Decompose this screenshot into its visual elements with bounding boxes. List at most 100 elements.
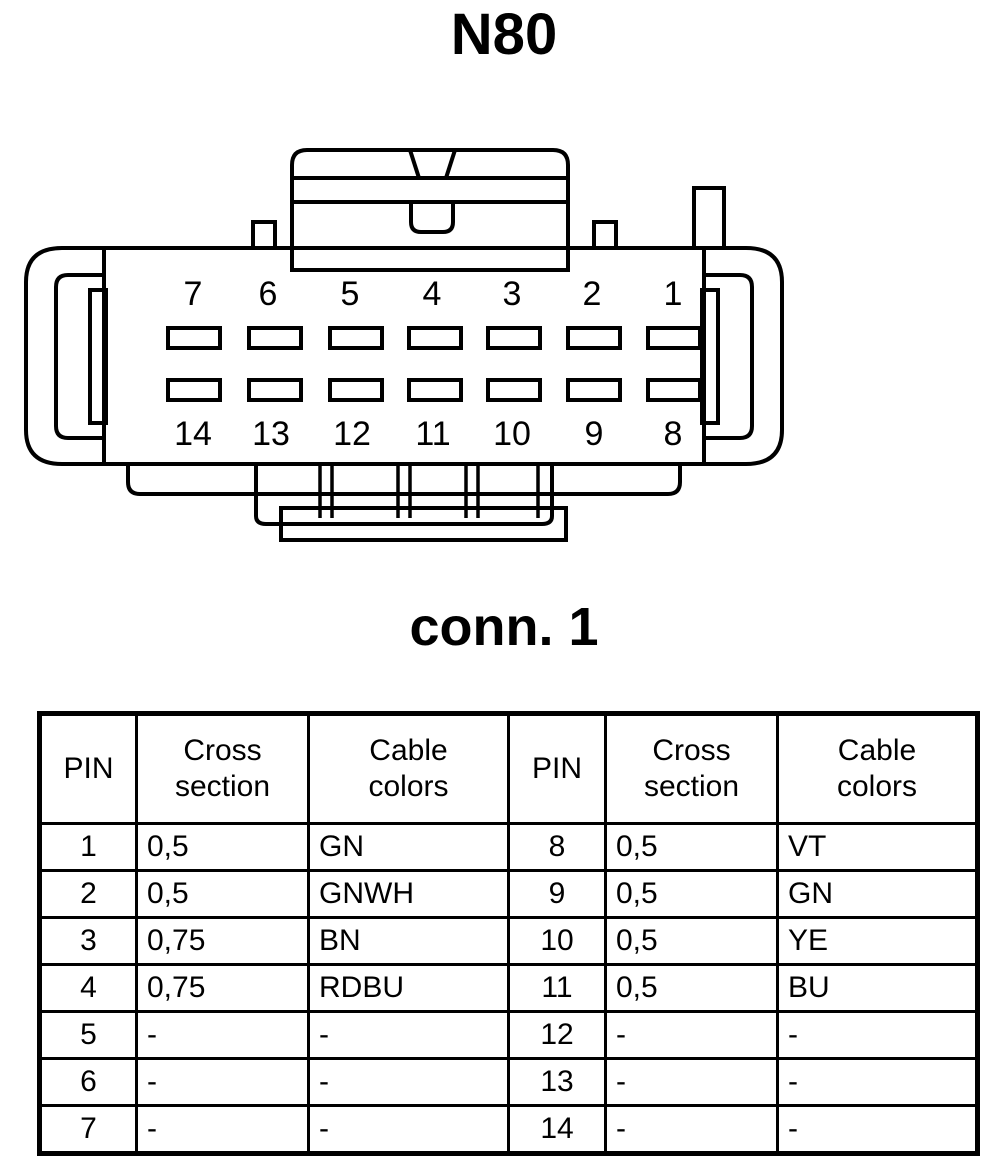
- cell-cross: -: [135, 1010, 310, 1060]
- header-cable-left-line1: Cable: [369, 734, 448, 767]
- contact-slot-3: [486, 326, 542, 350]
- pin-number-bottom-14: 14: [174, 415, 212, 453]
- left-latch-outer: [54, 273, 106, 440]
- pin-number-top-1: 1: [664, 275, 683, 313]
- header-pin-left-text: PIN: [63, 752, 114, 785]
- connector-diagram: 7 6 5 4 3 2 1 14 13 12 11 10 9 8: [24, 148, 784, 542]
- contact-slot-5: [328, 326, 384, 350]
- pin-assignment-table: PIN Cross section Cable colors PIN Cross…: [37, 711, 980, 1156]
- cell-cross: 0,5: [604, 916, 779, 966]
- cell-cable: GNWH: [307, 869, 510, 919]
- contact-slot-8: [646, 378, 702, 402]
- cell-pin: 11: [507, 963, 607, 1013]
- cell-cable: GN: [307, 822, 510, 872]
- connector-bottom-skirt: [126, 464, 682, 496]
- header-cross-left-line1: Cross: [183, 734, 262, 767]
- cell-cross: -: [604, 1057, 779, 1107]
- header-cable-right-line2: colors: [836, 770, 918, 803]
- cell-pin: 13: [507, 1057, 607, 1107]
- contact-slot-11: [407, 378, 463, 402]
- cell-cable: GN: [776, 869, 979, 919]
- pin-number-top-7: 7: [184, 275, 203, 313]
- pin-number-top-6: 6: [259, 275, 278, 313]
- cell-cross: -: [604, 1010, 779, 1060]
- cell-cross: -: [604, 1104, 779, 1155]
- cell-cable: -: [307, 1104, 510, 1155]
- contact-slot-1: [646, 326, 702, 350]
- pin-number-top-3: 3: [503, 275, 522, 313]
- cell-cross: 0,5: [135, 822, 310, 872]
- page-title: N80: [450, 2, 558, 67]
- body-top-tab-far-right: [692, 186, 726, 250]
- table-row: 1 0,5 GN 8 0,5 VT: [38, 822, 979, 872]
- cell-pin: 14: [507, 1104, 607, 1155]
- connector-body: [24, 246, 784, 466]
- table-row: 6 - - 13 - -: [38, 1057, 979, 1107]
- top-block-latch-tab: [409, 202, 455, 234]
- cell-pin: 12: [507, 1010, 607, 1060]
- cell-pin: 5: [38, 1010, 138, 1060]
- pin-number-bottom-8: 8: [664, 415, 683, 453]
- contact-slot-10: [486, 378, 542, 402]
- pin-number-bottom-12: 12: [333, 415, 371, 453]
- cell-cable: RDBU: [307, 963, 510, 1013]
- table-row: 7 - - 14 - -: [38, 1104, 979, 1155]
- contact-slot-9: [566, 378, 622, 402]
- header-cable-left-line2: colors: [368, 770, 449, 803]
- top-block-crown-divider-left: [408, 149, 421, 179]
- pin-number-top-2: 2: [583, 275, 602, 313]
- cell-cross: 0,5: [604, 963, 779, 1013]
- header-cross-section-left: Cross section: [135, 712, 310, 825]
- connector-top-block: [290, 148, 570, 272]
- cell-cable: -: [776, 1104, 979, 1155]
- body-top-tab-left: [251, 220, 277, 250]
- cell-cable: -: [307, 1010, 510, 1060]
- header-cross-right-line2: section: [643, 770, 740, 803]
- contact-slot-7: [166, 326, 222, 350]
- header-pin-left: PIN: [38, 712, 138, 825]
- cell-pin: 9: [507, 869, 607, 919]
- header-cable-right-line1: Cable: [837, 734, 917, 767]
- header-cable-colors-right: Cable colors: [776, 712, 979, 825]
- table-header-row: PIN Cross section Cable colors PIN Cross…: [38, 712, 979, 825]
- pin-number-bottom-9: 9: [585, 415, 604, 453]
- pin-number-top-4: 4: [423, 275, 442, 313]
- header-pin-right-text: PIN: [531, 752, 582, 785]
- cell-pin: 1: [38, 822, 138, 872]
- cell-pin: 4: [38, 963, 138, 1013]
- cell-cross: 0,5: [135, 869, 310, 919]
- cell-cross: 0,5: [604, 869, 779, 919]
- table-row: 2 0,5 GNWH 9 0,5 GN: [38, 869, 979, 919]
- pin-number-bottom-10: 10: [493, 415, 531, 453]
- contact-slot-14: [166, 378, 222, 402]
- header-pin-right: PIN: [507, 712, 607, 825]
- contact-slot-4: [407, 326, 463, 350]
- body-top-tab-right: [592, 220, 618, 250]
- header-cross-left-line2: section: [174, 770, 271, 803]
- contact-slot-6: [247, 326, 303, 350]
- pin-number-bottom-11: 11: [415, 415, 450, 453]
- connector-bottom-shroud: [254, 464, 554, 526]
- right-latch-inner-bar: [700, 288, 720, 425]
- cell-cross: 0,5: [604, 822, 779, 872]
- header-cross-right-line1: Cross: [652, 734, 731, 767]
- table-body: 1 0,5 GN 8 0,5 VT 2 0,5 GNWH 9 0,5 GN 3 …: [38, 822, 979, 1155]
- cell-cross: 0,75: [135, 963, 310, 1013]
- cell-pin: 3: [38, 916, 138, 966]
- cell-cross: -: [135, 1057, 310, 1107]
- cell-cable: YE: [776, 916, 979, 966]
- cell-pin: 8: [507, 822, 607, 872]
- left-latch-inner-bar: [88, 288, 108, 425]
- contact-slot-13: [247, 378, 303, 402]
- cell-cable: VT: [776, 822, 979, 872]
- cell-cross: 0,75: [135, 916, 310, 966]
- cell-cable: -: [776, 1010, 979, 1060]
- cell-pin: 7: [38, 1104, 138, 1155]
- cell-pin: 2: [38, 869, 138, 919]
- contact-slot-12: [328, 378, 384, 402]
- header-cross-section-right: Cross section: [604, 712, 779, 825]
- cell-cross: -: [135, 1104, 310, 1155]
- cell-cable: BN: [307, 916, 510, 966]
- cell-cable: -: [307, 1057, 510, 1107]
